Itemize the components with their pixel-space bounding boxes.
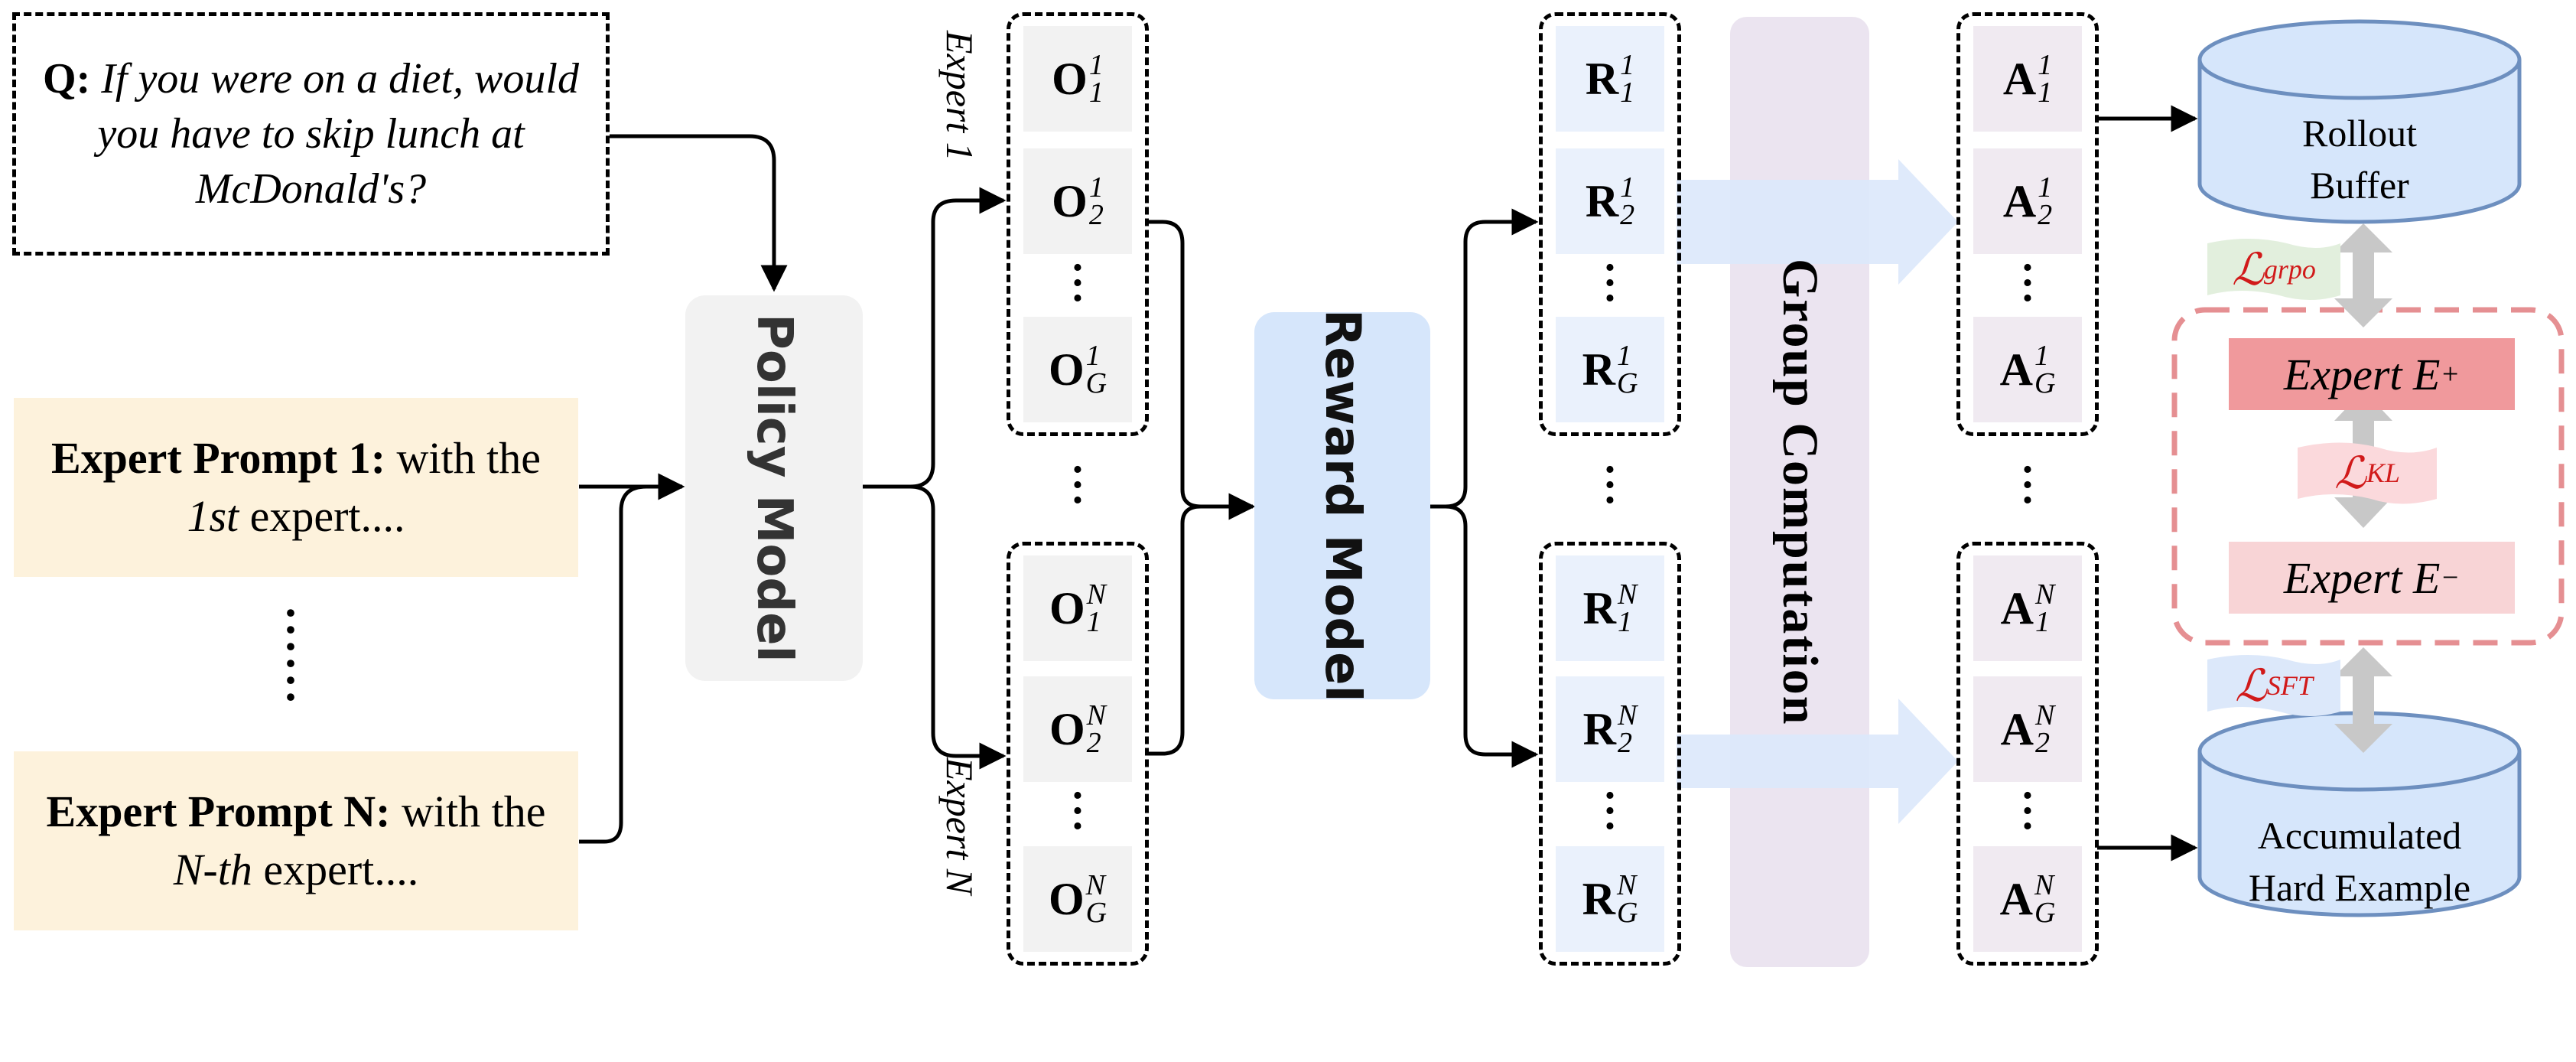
reward-model-block: Reward Model	[1254, 309, 1430, 702]
hard-example-label: Accumulated Hard Example	[2248, 814, 2471, 909]
rewards-group-expert-1	[1539, 12, 1681, 436]
prompt-ellipsis: ······	[282, 588, 298, 722]
rollout-buffer-cylinder	[2197, 19, 2522, 224]
double-arrow-sft	[2334, 647, 2392, 753]
question-label: Q:	[43, 55, 91, 103]
expert-n-label: Expert N	[938, 757, 981, 895]
reward-groups-ellipsis: ···	[1602, 446, 1618, 524]
expert-1-label: Expert 1	[938, 31, 981, 161]
prompt-n-rest: with the	[390, 787, 546, 836]
outputs-group-expert-n	[1007, 542, 1149, 966]
output-ellipsis: ···	[1070, 244, 1085, 322]
output-groups-ellipsis: ···	[1070, 446, 1085, 524]
expert-minus-box: Expert E−	[2229, 542, 2515, 614]
group-computation-block: Group Computation	[1730, 17, 1869, 967]
prompt-n-title: Expert Prompt N:	[46, 787, 391, 836]
output-ellipsis: ···	[1070, 772, 1085, 850]
expert-prompt-1: Expert Prompt 1: with the 1st expert....	[14, 398, 578, 577]
double-arrow-grpo	[2334, 223, 2392, 327]
group-computation-label: Group Computation	[1772, 258, 1828, 726]
reward-ellipsis: ···	[1602, 772, 1618, 850]
advantage-ellipsis: ···	[2020, 244, 2035, 322]
prompt-1-rest: with the	[385, 433, 542, 483]
outputs-group-expert-1	[1007, 12, 1149, 436]
prompt-1-title: Expert Prompt 1:	[50, 433, 386, 483]
prompt-1-suffix: expert....	[239, 491, 405, 541]
rewards-group-expert-n	[1539, 542, 1681, 966]
advantage-groups-ellipsis: ···	[2020, 446, 2035, 524]
policy-model-label: Policy Model	[746, 314, 802, 663]
rollout-buffer-label: Rollout Buffer	[2301, 112, 2418, 207]
prompt-n-ordinal: N-th	[173, 845, 252, 894]
reward-ellipsis: ···	[1602, 244, 1618, 322]
question-box: Q: If you were on a diet, would you have…	[12, 12, 610, 256]
expert-plus-box: Expert E+	[2229, 338, 2515, 410]
advantages-group-expert-1	[1956, 12, 2099, 436]
big-arrow-bottom	[1677, 699, 1958, 824]
prompt-1-ordinal: 1st	[187, 491, 239, 541]
policy-model-block: Policy Model	[685, 295, 863, 681]
question-text: If you were on a diet, would you have to…	[97, 55, 579, 213]
expert-prompt-n: Expert Prompt N: with the N-th expert...…	[14, 751, 578, 930]
hard-example-cylinder	[2197, 711, 2522, 917]
prompt-n-suffix: expert....	[252, 845, 419, 894]
advantage-ellipsis: ···	[2020, 772, 2035, 850]
reward-model-label: Reward Model	[1314, 309, 1371, 702]
advantages-group-expert-n	[1956, 542, 2099, 966]
big-arrow-top	[1677, 159, 1958, 285]
